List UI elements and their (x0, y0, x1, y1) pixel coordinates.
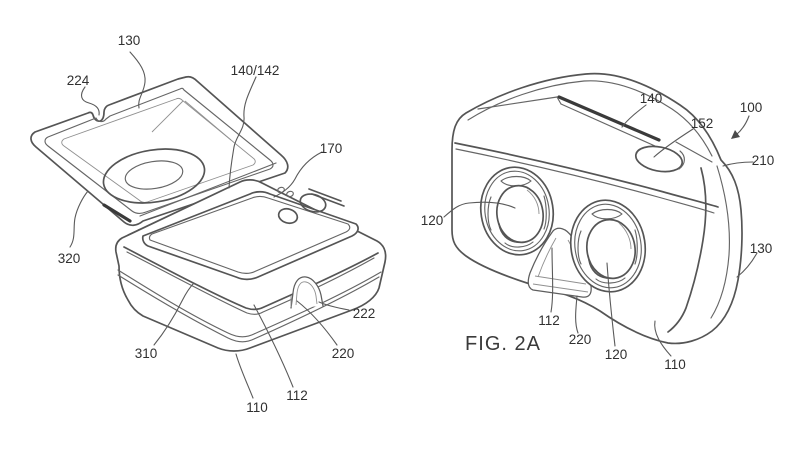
phone-sensor-dot-2 (286, 190, 294, 198)
ref-label-130-right: 130 (750, 241, 773, 256)
ref-label-110-right: 110 (664, 357, 686, 372)
ref-label-310: 310 (135, 346, 158, 361)
ref-label-220-right: 220 (569, 332, 592, 347)
ref-label-220-left: 220 (332, 346, 355, 361)
viewer-side-wall-line (710, 165, 730, 319)
lens-right-tab-bottom (595, 277, 626, 284)
ref-label-112-right: 112 (538, 313, 560, 328)
nose-fold-line-1 (534, 275, 587, 285)
lens-right-disc (586, 218, 636, 280)
lens-left-tab-top (500, 175, 532, 187)
leader-110-left (235, 353, 254, 399)
lens-right (569, 199, 647, 293)
input-button-shadow-arc (678, 150, 685, 170)
base-seam-lower (117, 274, 380, 343)
lens-left-tab-bottom (504, 241, 534, 248)
lens-left-disc-highlight (526, 189, 540, 215)
lens-right-tab-top (591, 208, 623, 220)
lens-right-disc-edge (588, 259, 608, 279)
base-top-rim-inner (126, 251, 375, 315)
phone-speaker-line-1 (308, 188, 342, 202)
ref-label-120-bottom: 120 (605, 347, 628, 362)
lens-left-tab-left (487, 196, 492, 231)
lens-right-tab-right (634, 229, 638, 265)
ref-label-170: 170 (320, 141, 343, 156)
leader-224 (80, 86, 100, 116)
viewer-side-edge (667, 167, 707, 333)
leader-140 (621, 104, 647, 128)
lid-floor-crease-left (151, 100, 184, 133)
lens-left-ring-inner (484, 170, 550, 252)
leader-110-right (654, 320, 672, 357)
leader-170 (273, 151, 323, 198)
leader-210 (722, 161, 754, 167)
leader-220-right (575, 295, 579, 334)
lens-left-disc-edge (498, 223, 518, 243)
leader-120-bottom (606, 262, 616, 347)
leader-140-142 (228, 76, 257, 189)
leader-130-lid (129, 51, 146, 109)
lens-right-ring-inner (574, 203, 642, 289)
viewer-top-back-inner-edge (467, 80, 713, 157)
leader-112-right (550, 247, 554, 313)
ref-label-152: 152 (691, 116, 714, 131)
figure-caption: FIG. 2A (465, 333, 541, 355)
lid-rim-inner (44, 87, 274, 214)
lens-left (479, 166, 555, 256)
base-seam-upper (117, 269, 382, 338)
leader-222 (318, 301, 350, 311)
lid-floor-crease-right (184, 100, 232, 141)
leader-310 (153, 282, 195, 346)
ref-label-130-lid: 130 (118, 33, 141, 48)
leader-120-left (443, 201, 516, 218)
notch-arch-inner (295, 281, 318, 306)
lid-outline (30, 75, 289, 227)
ref-label-110-left: 110 (246, 400, 268, 415)
leader-130-right (736, 252, 758, 278)
ref-label-224: 224 (67, 73, 90, 88)
figure-viewer-assembled (443, 72, 758, 357)
leader-220-left (296, 300, 338, 346)
ref-label-112-left: 112 (286, 388, 308, 403)
lid-recess-inner-ring (124, 160, 184, 190)
leader-112-left (253, 304, 294, 388)
leader-100-arrowhead (731, 130, 740, 139)
ref-label-210: 210 (752, 153, 775, 168)
ref-label-222: 222 (353, 306, 376, 321)
phone-flash-circle (277, 207, 299, 225)
nose-fold-line-2 (532, 283, 589, 293)
input-button-oval (634, 145, 684, 173)
lens-left-tab-right (543, 195, 547, 230)
lid-corner-dark-edge (102, 203, 132, 223)
lid-recess-outer-ring (102, 148, 206, 204)
ref-label-120-left: 120 (421, 213, 444, 228)
lens-right-disc-highlight (618, 222, 632, 250)
notch-arch (290, 276, 324, 309)
viewer-corner-seam (675, 141, 713, 163)
lid-edge-thickness-line (139, 162, 277, 217)
flap-seam-extension (477, 96, 558, 110)
ref-label-140: 140 (640, 91, 663, 106)
leader-320 (69, 190, 89, 248)
lid-floor-edge (61, 97, 256, 203)
phone-inner-edge (148, 195, 351, 274)
leader-100-arrow (735, 115, 750, 136)
nose-left-wall-inner (537, 237, 557, 278)
ref-label-140-142: 140/142 (231, 63, 280, 78)
lens-left-disc (495, 184, 545, 244)
figure-case-open (30, 51, 387, 399)
flap-left-cap (556, 96, 562, 105)
lens-right-tab-left (577, 230, 582, 265)
reference-labels: 130 224 140/142 170 320 310 110 112 222 … (58, 33, 775, 415)
flap-bottom-edge (560, 103, 656, 147)
viewer-front-top-edge-inner (455, 148, 715, 214)
phone-speaker-line-2 (311, 193, 345, 207)
viewer-front-top-edge (454, 142, 719, 208)
leader-152 (653, 128, 694, 158)
base-top-rim (123, 246, 379, 311)
ref-label-320: 320 (58, 251, 81, 266)
flap-dark-edge (557, 95, 661, 142)
ref-label-100: 100 (740, 100, 763, 115)
